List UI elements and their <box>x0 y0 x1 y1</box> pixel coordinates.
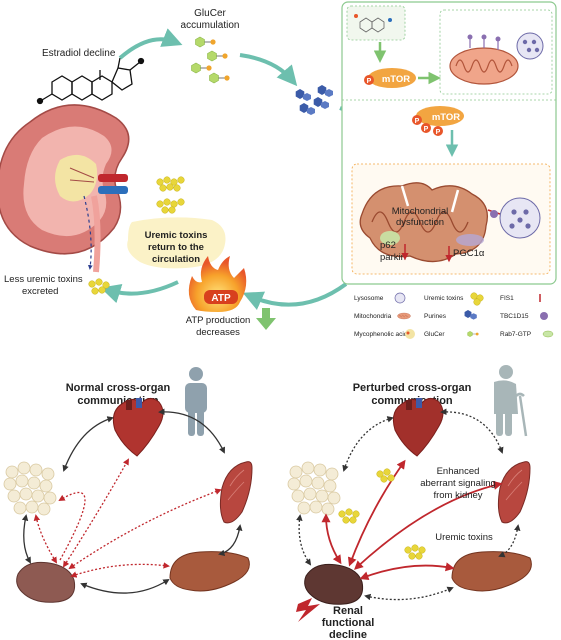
elderly-person-icon <box>494 365 526 436</box>
estradiol-label: Estradiol decline <box>42 48 116 59</box>
parkin-label: parkin <box>380 252 406 263</box>
uremic-return-label-3: circulation <box>152 254 200 265</box>
p62-label: p62 <box>380 240 396 251</box>
lysosome-icon <box>395 293 405 303</box>
uremic-return-label-1: Uremic toxins <box>145 230 208 241</box>
muscle-normal-icon <box>220 462 252 523</box>
rab7-gtp-icon <box>543 331 553 337</box>
uremic-toxins-icon <box>471 293 484 306</box>
kidney-normal-icon <box>17 562 75 602</box>
renal-decline-label-3: decline <box>329 629 367 640</box>
glucer-label: GluCer <box>194 8 226 19</box>
arrow-to-kidney <box>108 282 178 294</box>
svg-text:Rab7-GTP: Rab7-GTP <box>500 331 531 338</box>
svg-text:Uremic toxins: Uremic toxins <box>424 295 464 302</box>
enhanced-label-2: aberrant signaling <box>420 478 496 489</box>
uremic-toxins-label: Uremic toxins <box>435 532 493 543</box>
decrease-arrow-icon <box>256 308 276 330</box>
uremic-return-label-2: return to the <box>148 242 204 253</box>
heart-perturbed-icon <box>393 398 443 456</box>
renal-decline-label-1: Renal <box>333 605 363 617</box>
fat-tissue-perturbed-icon <box>288 462 340 515</box>
normal-title-1: Normal cross-organ <box>66 382 171 394</box>
svg-text:Lysosome: Lysosome <box>354 295 384 302</box>
svg-text:TBC1D15: TBC1D15 <box>500 313 529 320</box>
svg-text:mTOR: mTOR <box>432 112 460 123</box>
purines-icon <box>465 310 477 320</box>
svg-text:P: P <box>367 78 372 85</box>
liver-perturbed-icon <box>452 552 531 591</box>
svg-text:Purines: Purines <box>424 313 447 320</box>
kidney-perturbed-icon <box>305 564 363 604</box>
muscle-perturbed-icon <box>498 462 530 523</box>
estradiol-molecule-icon <box>38 58 144 104</box>
kidney-illustration <box>0 105 129 272</box>
legend: Lysosome Uremic toxins FIS1 Mitochondria… <box>354 293 553 339</box>
svg-text:Mitochondria: Mitochondria <box>354 313 392 320</box>
svg-text:P: P <box>436 129 441 136</box>
arrow-glucer-to-purines <box>240 55 292 80</box>
less-uremic-label-1: Less uremic toxins <box>4 274 83 285</box>
svg-text:Mycophenolic acid: Mycophenolic acid <box>354 331 408 338</box>
glucer-icon <box>468 331 479 337</box>
tbc1d15-icon <box>540 312 548 320</box>
enhanced-label-3: from kidney <box>433 490 482 501</box>
mito-dysfunction-label-2: dysfunction <box>396 217 444 228</box>
svg-text:ATP: ATP <box>211 293 231 304</box>
svg-text:P: P <box>415 118 420 125</box>
arrow-to-atp <box>250 284 346 305</box>
lightning-icon <box>296 598 320 622</box>
atp-production-label-1: ATP production <box>186 315 251 326</box>
mito-dysfunction-label-1: Mitochondrial <box>392 206 449 217</box>
glucer-cluster-icon <box>192 37 230 83</box>
enhanced-label-1: Enhanced <box>437 466 480 477</box>
svg-text:FIS1: FIS1 <box>500 295 514 302</box>
svg-text:GluCer: GluCer <box>424 331 445 338</box>
heart-normal-icon <box>113 398 163 456</box>
glucer-accumulation-label: accumulation <box>181 20 240 31</box>
arrow-estradiol-to-glucer <box>120 39 175 58</box>
renal-decline-label-2: functional <box>322 617 375 629</box>
purines-cluster-icon <box>296 85 333 115</box>
mitochondria-icon <box>398 313 411 319</box>
liver-normal-icon <box>170 552 249 591</box>
perturbed-title-1: Perturbed cross-organ <box>353 382 472 394</box>
fat-tissue-normal-icon <box>4 462 56 515</box>
mpa-inset <box>347 6 405 40</box>
svg-text:P: P <box>424 126 429 133</box>
atp-production-label-2: decreases <box>196 327 240 338</box>
mycophenolic-acid-legend-icon <box>405 329 415 339</box>
svg-text:mTOR: mTOR <box>382 74 410 85</box>
less-uremic-label-2: excreted <box>22 286 58 297</box>
pgc1a-label: PGC1α <box>453 248 485 259</box>
